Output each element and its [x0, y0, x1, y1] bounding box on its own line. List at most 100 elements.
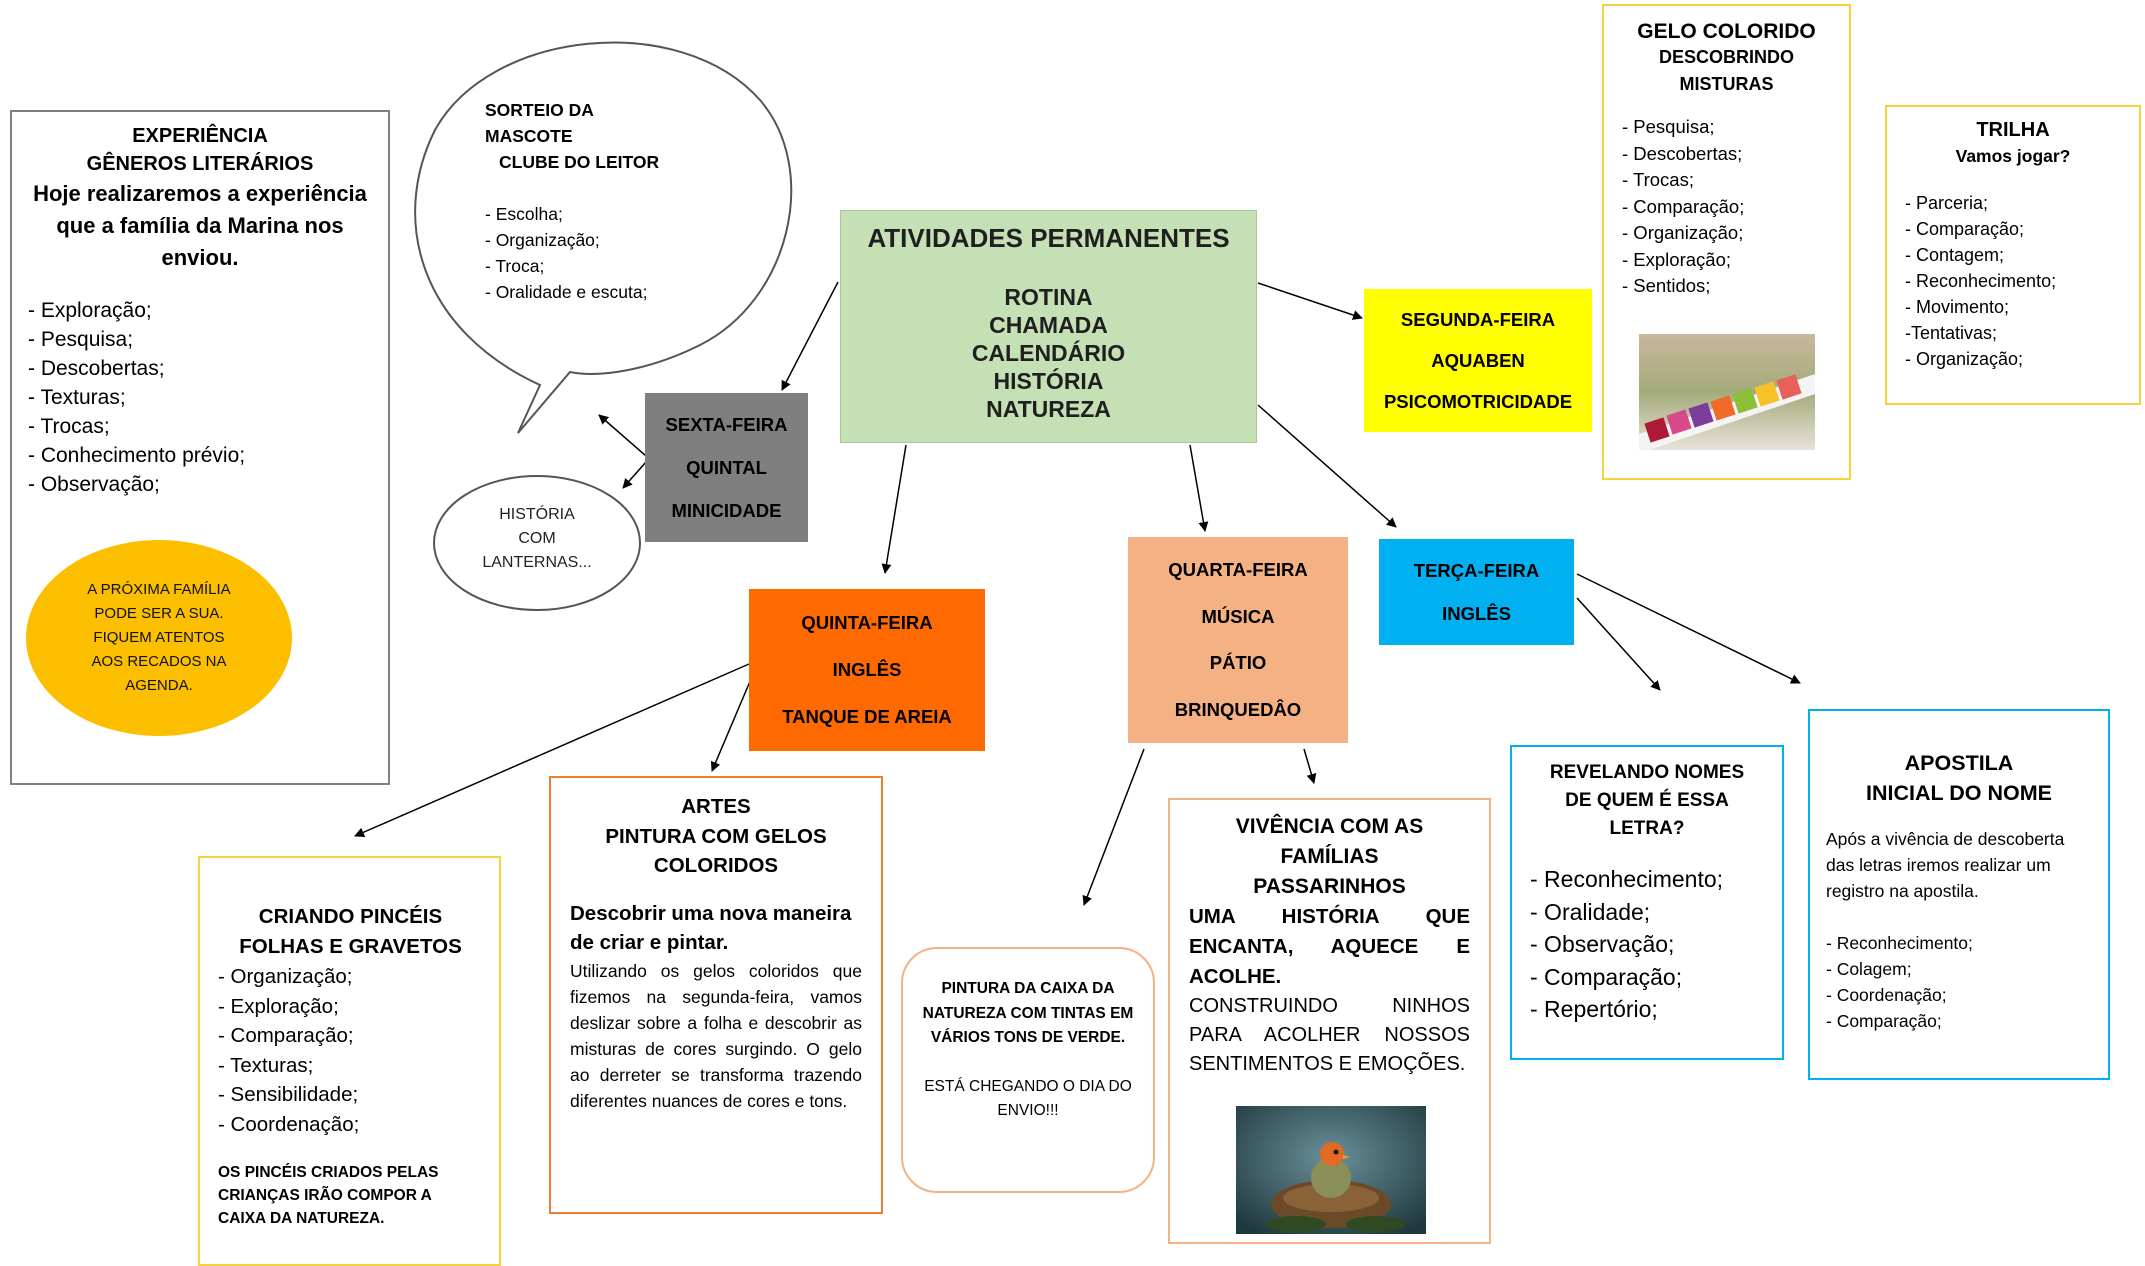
list-item: - Repertório; — [1530, 996, 1658, 1022]
sorteio-title-3: CLUBE DO LEITOR — [499, 152, 660, 172]
arrow-sexta-sorteio — [598, 414, 647, 457]
central-item: NATUREZA — [986, 396, 1111, 422]
apostila-title: APOSTILA — [1904, 751, 2014, 775]
day-line: QUARTA-FEIRA — [1168, 559, 1308, 581]
pinceis-note: OS PINCÉIS CRIADOS PELAS CRIANÇAS IRÃO C… — [218, 1164, 439, 1227]
vivencia-line: CONSTRUINDO NINHOS — [1189, 995, 1470, 1017]
arrow-terca-apostila — [1576, 573, 1801, 684]
list-item: - Troca; — [485, 256, 545, 276]
caixa-note: ESTÁ CHEGANDO O DIA DO ENVIO!!! — [924, 1077, 1132, 1120]
experiencia-subtitle: GÊNEROS LITERÁRIOS — [86, 153, 314, 175]
day-line: MÚSICA — [1201, 605, 1275, 627]
experiencia-heading: Hoje realizaremos a experiência que a fa… — [33, 181, 367, 270]
arrow-central-segunda — [1257, 282, 1363, 320]
gelo-title: GELO COLORIDO — [1637, 20, 1816, 43]
criando-pinceis-card: CRIANDO PINCÉIS FOLHAS E GRAVETOS - Orga… — [198, 856, 501, 1266]
arrow-sexta-historia — [622, 461, 647, 489]
revelando-list: - Reconhecimento; - Oralidade; - Observa… — [1530, 863, 1764, 1026]
list-item: - Oralidade; — [1530, 898, 1651, 925]
historia-line: HISTÓRIA — [499, 506, 575, 523]
proxima-familia-text: A PRÓXIMA FAMÍLIA PODE SER A SUA. FIQUEM… — [87, 581, 231, 694]
list-item: - Pesquisa; — [1622, 116, 1715, 137]
list-item: - Exploração; — [1622, 248, 1731, 270]
list-item: - Escolha; — [485, 204, 563, 224]
quinta-feira-box: QUINTA-FEIRA INGLÊS TANQUE DE AREIA — [749, 589, 985, 751]
list-item: - Texturas; — [28, 386, 126, 409]
list-item: - Comparação; — [1622, 195, 1745, 217]
central-item: ROTINA — [1004, 284, 1093, 310]
list-item: - Exploração; — [218, 994, 339, 1018]
arrow-quinta-pinceis — [354, 663, 750, 837]
list-item: - Comparação; — [1905, 219, 2025, 239]
list-item: - Descobertas; — [1622, 142, 1743, 164]
pintura-caixa-card: PINTURA DA CAIXA DA NATUREZA COM TINTAS … — [901, 947, 1155, 1193]
list-item: - Reconhecimento; — [1826, 933, 1973, 953]
arrow-quarta-vivencia — [1303, 748, 1317, 784]
list-item: -Tentativas; — [1905, 323, 1998, 343]
sorteio-speech-bubble — [414, 41, 793, 434]
trilha-card: TRILHA Vamos jogar? - Parceria; - Compar… — [1885, 105, 2141, 405]
day-line: BRINQUEDÂO — [1174, 698, 1302, 720]
day-line: MINICIDADE — [671, 499, 782, 521]
day-line: QUINTA-FEIRA — [801, 611, 933, 633]
bird-nest-photo — [1236, 1106, 1426, 1234]
list-item: - Coordenação; — [1826, 985, 1947, 1005]
pinceis-subtitle: FOLHAS E GRAVETOS — [239, 935, 462, 958]
sexta-feira-box: SEXTA-FEIRA QUINTAL MINICIDADE — [645, 393, 808, 542]
list-item: - Texturas; — [218, 1053, 314, 1077]
terca-feira-box: TERÇA-FEIRA INGLÊS — [1379, 539, 1574, 645]
list-item: - Comparação; — [1826, 1011, 1942, 1031]
day-line: INGLÊS — [1442, 602, 1511, 624]
arrow-central-quinta — [881, 444, 907, 574]
historia-line: LANTERNAS... — [482, 554, 592, 571]
arrow-quarta-caixa — [1082, 748, 1145, 906]
list-item: - Contagem; — [1905, 245, 2005, 265]
vivencia-familias-card: VIVÊNCIA COM AS FAMÍLIAS PASSARINHOS UMA… — [1168, 798, 1491, 1244]
day-line: PÁTIO — [1209, 652, 1267, 674]
gelo-list: - Pesquisa; - Descobertas; - Trocas; - C… — [1622, 114, 1831, 300]
list-item: - Organização; — [218, 965, 353, 988]
trilha-subtitle: Vamos jogar? — [1955, 146, 2071, 166]
apostila-paragraph: Após a vivência de descoberta das letras… — [1826, 829, 2065, 901]
vivencia-subtitle: PASSARINHOS — [1253, 875, 1406, 898]
list-item: - Sensibilidade; — [218, 1083, 359, 1106]
central-item: CALENDÁRIO — [971, 340, 1126, 366]
experiencia-card: EXPERIÊNCIA GÊNEROS LITERÁRIOS Hoje real… — [10, 110, 390, 785]
list-item: - Reconhecimento; — [1530, 866, 1724, 892]
day-line: AQUABEN — [1431, 349, 1525, 371]
arrow-terca-revelando — [1576, 597, 1661, 691]
gelo-subtitle-2: MISTURAS — [1679, 74, 1774, 94]
sorteio-title: SORTEIO DA — [485, 100, 594, 120]
arrow-quinta-artes — [710, 678, 752, 772]
historia-lanternas-ellipse — [433, 475, 641, 611]
vivencia-bold-text: UMA HISTÓRIA QUE ENCANTA, AQUECE E ACOLH… — [1189, 905, 1470, 988]
arrow-central-quarta — [1189, 444, 1209, 532]
list-item: - Exploração; — [28, 299, 152, 322]
caixa-text: PINTURA DA CAIXA DA NATUREZA COM TINTAS … — [922, 980, 1134, 1046]
artes-card: ARTES PINTURA COM GELOS COLORIDOS Descob… — [549, 776, 883, 1214]
revelando-nomes-card: REVELANDO NOMES DE QUEM É ESSA LETRA? - … — [1510, 745, 1784, 1060]
artes-title: ARTES — [681, 795, 751, 818]
colored-ice-cubes-photo — [1639, 334, 1815, 450]
sorteio-content: SORTEIO DA MASCOTE CLUBE DO LEITOR - Esc… — [485, 97, 659, 305]
list-item: - Organização; — [1905, 349, 2024, 369]
list-item: - Trocas; — [1622, 169, 1694, 190]
day-line: TERÇA-FEIRA — [1413, 559, 1540, 581]
sorteio-list: - Escolha; - Organização; - Troca; - Ora… — [485, 201, 659, 305]
experiencia-list: - Exploração; - Pesquisa; - Descobertas;… — [28, 296, 372, 499]
atividades-permanentes-box: ATIVIDADES PERMANENTES ROTINA CHAMADA CA… — [840, 210, 1257, 443]
list-item: - Reconhecimento; — [1905, 271, 2057, 291]
list-item: - Trocas; — [28, 415, 110, 438]
day-line: TANQUE DE AREIA — [782, 706, 952, 728]
central-item: CHAMADA — [989, 312, 1108, 338]
gelo-colorido-card: GELO COLORIDO DESCOBRINDO MISTURAS - Pes… — [1602, 4, 1851, 480]
list-item: - Organização; — [1622, 222, 1744, 243]
central-list: ROTINA CHAMADA CALENDÁRIO HISTÓRIA NATUR… — [841, 283, 1256, 423]
list-item: - Comparação; — [1530, 963, 1683, 990]
artes-subtitle: PINTURA COM GELOS COLORIDOS — [605, 824, 827, 878]
historia-line: COM — [518, 530, 556, 547]
list-item: - Coordenação; — [218, 1112, 360, 1136]
list-item: - Movimento; — [1905, 297, 2010, 317]
revelando-subtitle: DE QUEM É ESSA LETRA? — [1565, 790, 1729, 839]
